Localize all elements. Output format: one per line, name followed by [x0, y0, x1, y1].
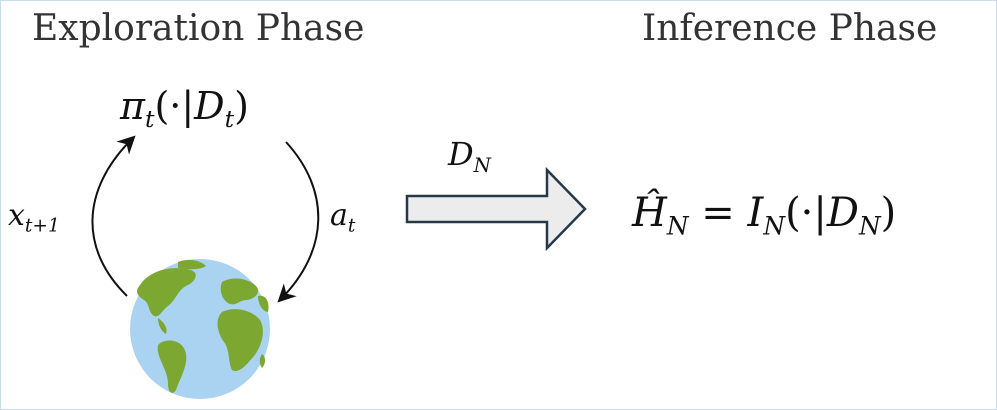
estimator-args: (·|: [785, 190, 827, 236]
transfer-subscript: N: [473, 153, 492, 177]
action-symbol: a: [330, 198, 348, 233]
estimator-dataset-subscript: N: [858, 211, 881, 241]
policy-args: (·|: [154, 84, 195, 128]
estimator-rhs-subscript: N: [763, 211, 786, 241]
estimator-close: ): [880, 190, 897, 236]
transfer-symbol: D: [448, 135, 474, 173]
exploration-phase-title: Exploration Phase: [32, 8, 365, 49]
policy-symbol: π: [120, 84, 145, 128]
observation-symbol: x: [8, 198, 25, 233]
policy-dataset-subscript: t: [224, 105, 235, 134]
transfer-dataset-label: DN: [448, 135, 491, 175]
estimator-rhs: I: [747, 190, 764, 236]
estimator-dataset: D: [826, 190, 859, 236]
estimator-lhs-subscript: N: [666, 211, 689, 241]
policy-close: ): [234, 84, 249, 128]
policy-expression: πt(·|Dt): [120, 84, 249, 131]
inference-phase-title: Inference Phase: [642, 8, 938, 49]
estimator-lhs: Ĥ: [632, 190, 667, 236]
transfer-arrow: [405, 166, 587, 252]
estimator-expression: ĤN = IN(·|DN): [632, 190, 897, 239]
observation-label: xt+1: [8, 198, 60, 235]
estimator-equals: =: [688, 190, 748, 236]
observation-arrow: [91, 135, 136, 297]
policy-subscript: t: [144, 105, 155, 134]
observation-subscript: t+1: [24, 215, 60, 237]
action-subscript: t: [347, 215, 356, 237]
policy-dataset: D: [194, 84, 225, 128]
earth-globe-icon: [130, 259, 270, 399]
action-arrow: [277, 141, 320, 303]
action-label: at: [330, 198, 355, 235]
